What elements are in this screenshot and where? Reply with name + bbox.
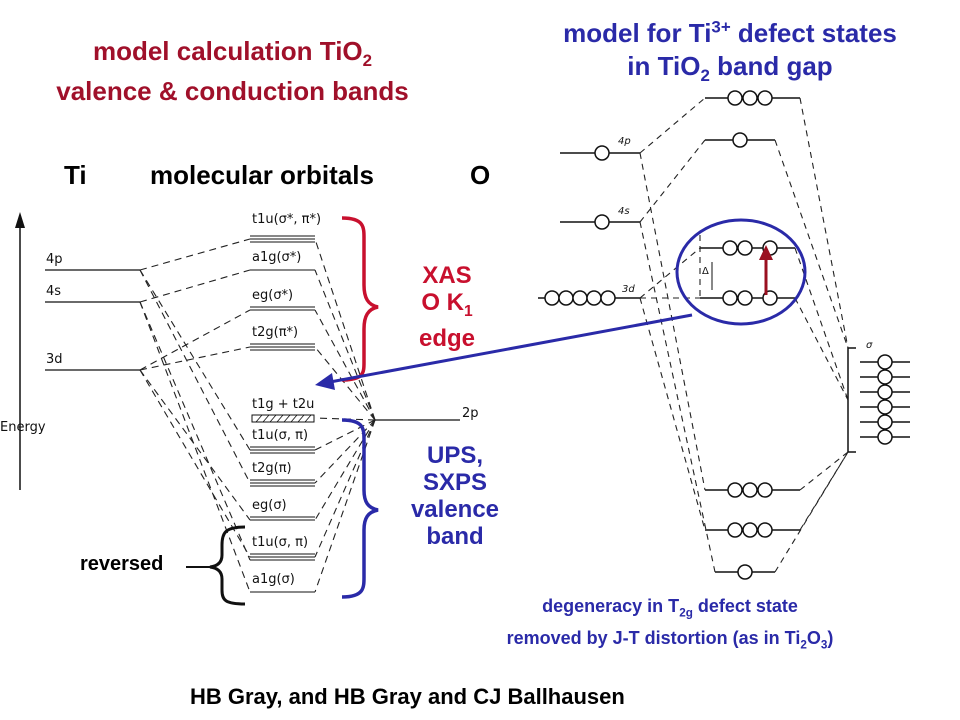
header-ti: Ti	[64, 160, 87, 190]
right-sigma-label: σ	[866, 340, 873, 351]
xas-label: XAS O K1 edge	[392, 262, 502, 352]
ups-line4: band	[426, 523, 484, 550]
right-level-3d: 3d	[622, 284, 635, 295]
ups-line2: SXPS	[422, 469, 488, 496]
right-title: model for Ti3+ defect states in TiO2 ban…	[500, 10, 960, 92]
level-2p-label: 2p	[462, 406, 479, 421]
level-3d-label: 3d	[46, 352, 63, 367]
mo-t1u-bonding: t1u(σ, π)	[252, 535, 309, 550]
mo-eg-antibonding: eg(σ*)	[252, 288, 294, 303]
right-title-line2: in TiO2 band gap	[627, 50, 833, 85]
degeneracy-line1: degeneracy in T2g defect state	[542, 596, 798, 620]
right-level-4p: 4p	[618, 136, 631, 147]
energy-axis-label: Energy	[0, 420, 46, 435]
xas-brace	[341, 216, 379, 382]
degeneracy-note: degeneracy in T2g defect state removed b…	[430, 594, 910, 657]
right-delta-label: Δ	[702, 266, 709, 277]
level-4p-label: 4p	[46, 252, 63, 267]
mo-t2g-antibonding: t2g(π*)	[252, 325, 299, 340]
mo-eg-bonding: eg(σ)	[252, 498, 287, 513]
ups-line1: UPS,	[426, 442, 483, 469]
ups-label: UPS, SXPS valence band	[395, 442, 515, 550]
right-level-4s: 4s	[618, 206, 630, 217]
left-title: model calculation TiO2 valence & conduct…	[10, 36, 455, 107]
header-molecular-orbitals: molecular orbitals	[150, 160, 374, 190]
level-4s-label: 4s	[46, 284, 62, 299]
mo-nonbonding: t1g + t2u	[252, 397, 315, 412]
reversed-label: reversed	[80, 553, 164, 575]
credit-line: HB Gray, and HB Gray and CJ Ballhausen	[190, 684, 625, 709]
header-o: O	[470, 160, 491, 190]
defect-ellipse	[675, 218, 807, 326]
mo-t1u-antibonding: t1u(σ*, π*)	[252, 212, 322, 227]
left-title-line1: model calculation TiO2	[92, 36, 373, 71]
mo-a1g-antibonding: a1g(σ*)	[252, 250, 302, 265]
ups-line3: valence	[410, 496, 500, 523]
mo-a1g-bonding: a1g(σ)	[252, 572, 295, 587]
xas-line3: edge	[418, 324, 475, 352]
degeneracy-line2: removed by J-T distortion (as in Ti2O3)	[506, 627, 834, 652]
ups-brace	[341, 418, 379, 599]
left-title-line2: valence & conduction bands	[56, 76, 409, 107]
mo-t2g-bonding: t2g(π)	[252, 461, 292, 476]
xas-line1: XAS	[422, 262, 472, 289]
xas-line2: O K1	[421, 289, 473, 320]
mo-t1u-mid: t1u(σ, π)	[252, 428, 309, 443]
right-title-line1: model for Ti3+ defect states	[563, 17, 897, 48]
